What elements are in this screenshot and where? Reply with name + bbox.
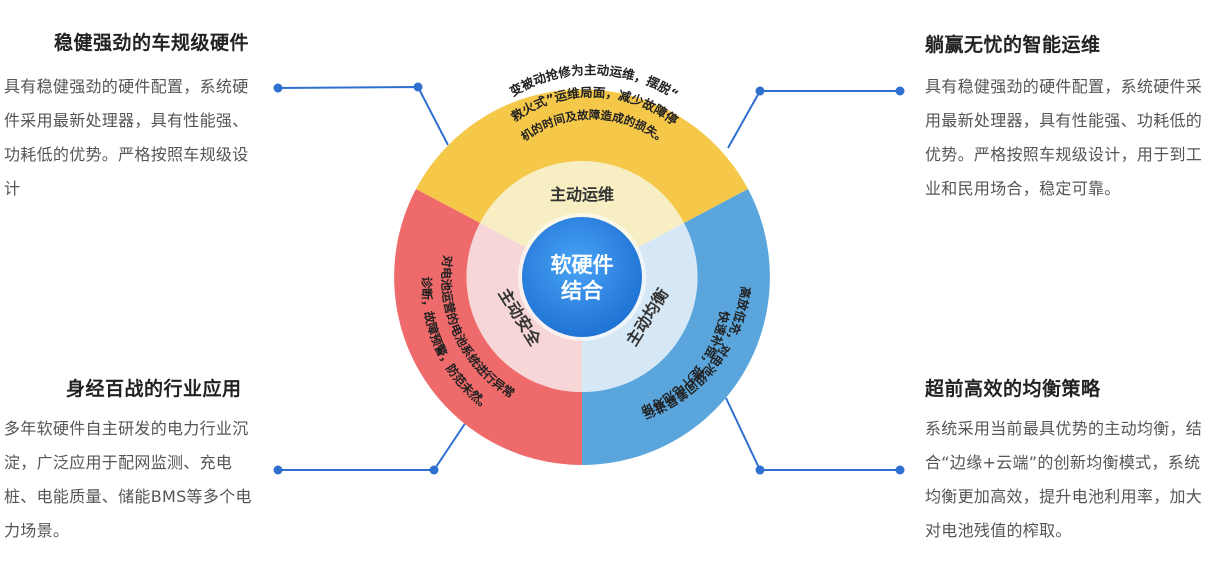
dot-top-right-outer — [895, 86, 905, 96]
connector-top-left — [277, 85, 449, 146]
connector-top-right — [727, 90, 900, 149]
connector-bottom-left — [278, 421, 467, 471]
top-right-description: 具有稳健强劲的硬件配置，系统硬件采用最新处理器，具有性能强、功耗低的优势。严格按… — [925, 77, 1203, 198]
inner-sector-left — [466, 223, 582, 393]
inner-label-top: 主动运维 — [550, 185, 614, 204]
top-left-title: 稳健强劲的车规级硬件 — [54, 32, 250, 54]
dot-top-left-outer — [273, 83, 283, 93]
center-label-line2: 结合 — [561, 279, 604, 303]
outer-sector-right — [582, 189, 770, 465]
dot-top-left-inner — [413, 82, 423, 92]
top-left-description: 具有稳健强劲的硬件配置，系统硬件采用最新处理器，具有性能强、功耗低的优势。严格按… — [4, 77, 249, 198]
dot-top-right-inner — [755, 86, 765, 96]
connector-dots — [273, 82, 905, 475]
dot-bottom-right-outer — [895, 465, 905, 475]
dot-bottom-right-inner — [755, 465, 765, 475]
inner-sector-right — [582, 223, 698, 393]
center-label-line1: 软硬件 — [551, 253, 614, 277]
bottom-right-description: 系统采用当前最具优势的主动均衡，结合“边缘+云端”的创新均衡模式，系统均衡更加高… — [925, 419, 1203, 540]
center-circle — [522, 217, 642, 337]
dot-bottom-left-outer — [273, 465, 283, 475]
bottom-left-title: 身经百战的行业应用 — [66, 378, 242, 400]
top-right-title: 躺赢无忧的智能运维 — [925, 34, 1101, 56]
bottom-right-title: 超前高效的均衡策略 — [925, 378, 1101, 400]
connector-bottom-right — [725, 397, 900, 471]
outer-sector-left — [394, 189, 582, 465]
dot-bottom-left-inner — [429, 465, 439, 475]
inner-sector-top — [480, 161, 684, 249]
outer-sector-top — [416, 89, 748, 223]
bottom-left-description: 多年软硬件自主研发的电力行业沉淀，广泛应用于配网监测、充电桩、电能质量、储能BM… — [4, 419, 252, 540]
